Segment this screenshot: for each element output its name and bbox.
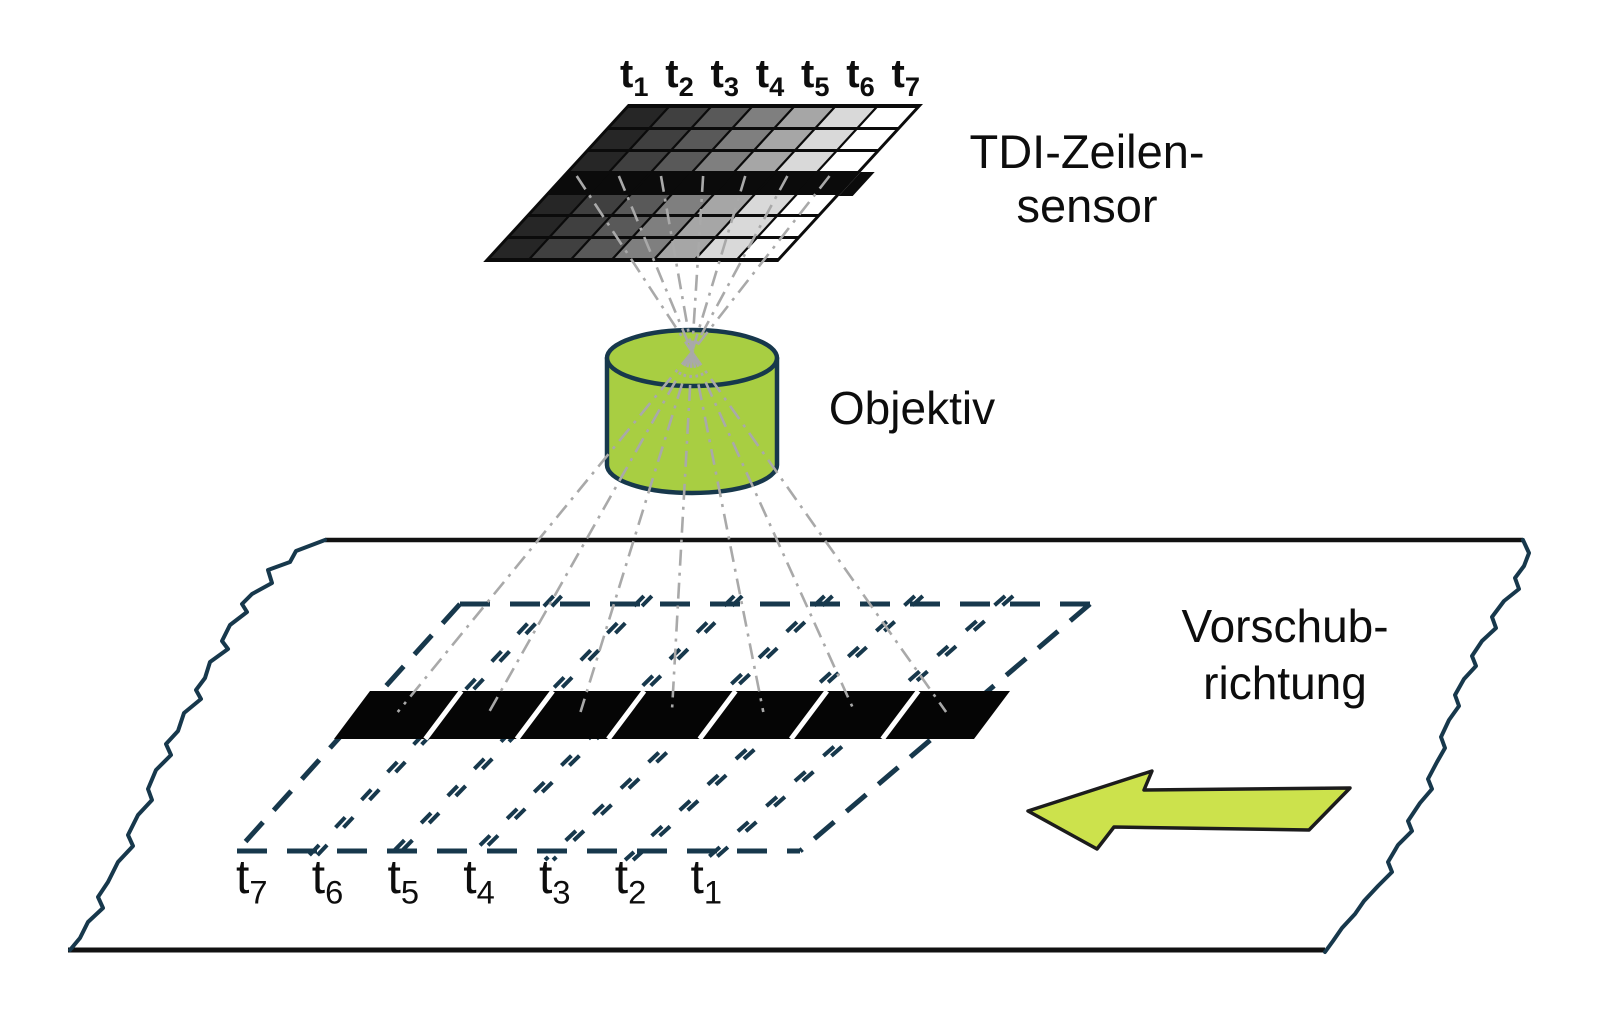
- projection-ray-lower-3: [690, 351, 765, 713]
- object-grid-divider-5b: [631, 594, 925, 862]
- object-grid-divider-1b: [311, 594, 563, 862]
- lens-cylinder-top: [604, 327, 780, 389]
- tdi-sensor-caption-line1: TDI-Zeilen-: [969, 125, 1205, 178]
- scan-stripe-gap-2: [514, 689, 555, 741]
- object-grid-divider-3a: [463, 594, 736, 862]
- object-grid-divider-2a: [383, 594, 646, 862]
- feed-direction-caption: Vorschub- richtung: [1085, 598, 1485, 712]
- projection-ray-lower-6: [487, 351, 694, 713]
- object-time-label-1: t7: [236, 851, 268, 911]
- object-time-label-2: t6: [311, 851, 344, 911]
- tdi-sensor-caption-line2: sensor: [1016, 179, 1158, 232]
- object-time-label-5: t3: [539, 851, 571, 911]
- scan-stripe-gap-4: [697, 689, 738, 741]
- feed-direction-arrow: [1026, 769, 1352, 851]
- object-grid-divider-5a: [623, 594, 917, 862]
- feed-direction-caption-line2: richtung: [1203, 657, 1367, 709]
- object-grid-divider-4a: [543, 594, 826, 862]
- object-time-labels: t7 t6 t5 t4 t3 t2 t1: [236, 851, 723, 911]
- object-grid-divider-6a: [703, 594, 1007, 862]
- sensor-time-label-4: t4: [755, 52, 785, 102]
- scan-stripe-gap-6: [880, 689, 921, 741]
- sensor-time-label-3: t3: [710, 52, 739, 102]
- lens-caption: Objektiv: [802, 381, 1022, 435]
- projection-ray-lower-4: [670, 351, 694, 713]
- object-grid-divider-4b: [551, 594, 834, 862]
- scan-stripe-gap-5: [789, 689, 829, 741]
- object-grid-left-edge: [235, 602, 462, 853]
- feed-direction-caption-line1: Vorschub-: [1181, 600, 1389, 652]
- object-grid-divider-1a: [303, 594, 555, 862]
- object-grid-divider-3b: [471, 594, 744, 862]
- object-grid-divider-2b: [391, 594, 654, 862]
- object-time-label-3: t5: [387, 851, 420, 911]
- object-time-label-6: t2: [614, 851, 647, 911]
- lens-cylinder-body: [604, 355, 780, 496]
- sensor-time-labels: t1 t2 t3 t4 t5 t6 t7: [620, 52, 920, 102]
- sensor-time-label-2: t2: [665, 52, 694, 102]
- scan-stripe-gap-1: [423, 689, 464, 741]
- projection-ray-lower-7: [396, 351, 694, 713]
- object-time-label-4: t4: [463, 851, 495, 911]
- sensor-time-label-6: t6: [846, 52, 875, 102]
- scan-stripe: [334, 691, 1010, 739]
- sensor-time-label-7: t7: [891, 52, 920, 102]
- sensor-time-label-1: t1: [620, 52, 649, 102]
- object-time-label-7: t1: [690, 851, 723, 911]
- scan-stripe-gap-3: [606, 689, 647, 741]
- object-grid-right-edge: [798, 602, 1092, 853]
- projection-ray-lower-5: [579, 351, 694, 713]
- lens-caption-text: Objektiv: [828, 382, 996, 434]
- tdi-sensor-caption: TDI-Zeilen- sensor: [887, 125, 1287, 233]
- tdi-sensor-grid: [483, 104, 923, 262]
- object-grid-divider-6b: [711, 594, 1015, 862]
- sensor-time-label-5: t5: [801, 52, 830, 102]
